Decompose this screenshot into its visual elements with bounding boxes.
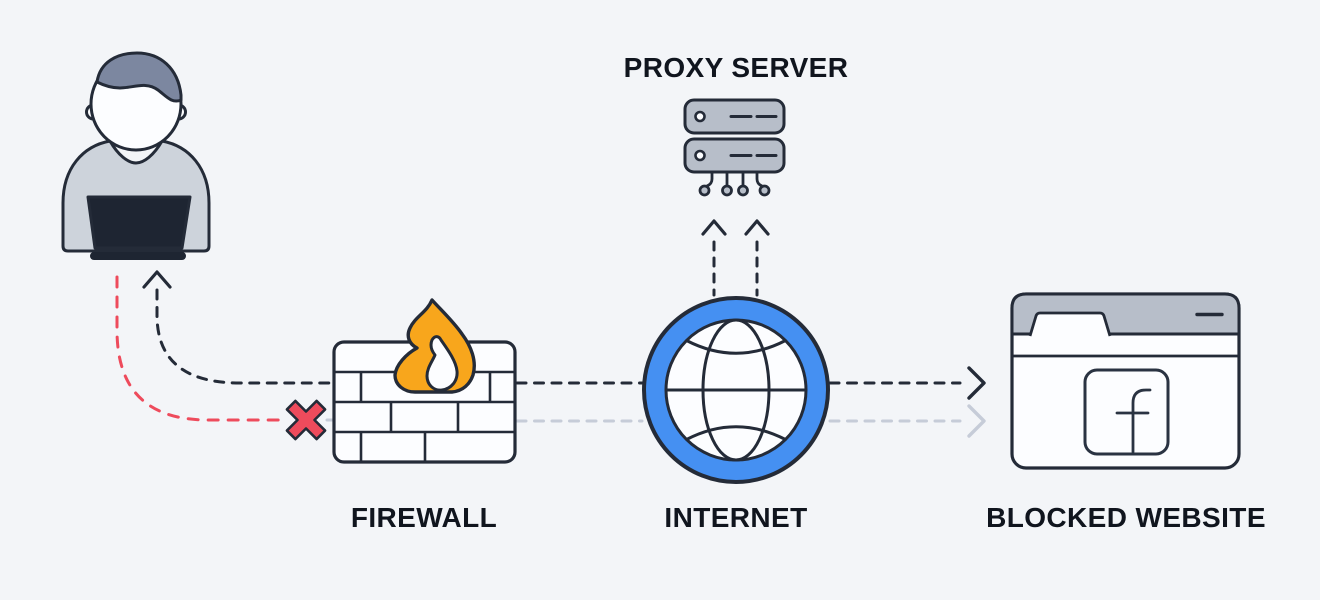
arrow-up-to-user-icon xyxy=(142,270,172,289)
browser-window-facebook-icon xyxy=(1010,292,1241,470)
facebook-f-icon xyxy=(1115,388,1152,454)
server-led-bottom xyxy=(694,149,706,162)
user-hair xyxy=(95,51,183,103)
arrow-up-right-icon xyxy=(744,219,770,236)
browser-tab xyxy=(1028,311,1112,337)
proxy-route-path xyxy=(142,270,986,400)
laptop-base xyxy=(90,252,186,260)
blocked-x-icon xyxy=(285,399,327,441)
globe-icon xyxy=(642,296,830,484)
server-connector-pins xyxy=(698,171,771,197)
dashed-curve-user-to-firewall xyxy=(155,288,338,385)
proxy-server-label: PROXY SERVER xyxy=(623,52,849,83)
internet-label: INTERNET xyxy=(664,502,808,533)
user-at-laptop-icon xyxy=(61,51,211,260)
globe-graticule xyxy=(666,318,806,462)
internet-to-proxy-arrows xyxy=(701,219,770,297)
firewall-brick-flame-icon xyxy=(332,298,517,464)
server-slot-dashes xyxy=(729,115,778,157)
arrow-right-to-website-icon xyxy=(967,366,986,400)
firewall-label: FIREWALL xyxy=(350,502,498,533)
arrow-up-left-icon xyxy=(701,219,727,236)
blocked-website-label: BLOCKED WEBSITE xyxy=(986,502,1266,533)
muted-arrow-right-icon xyxy=(967,404,986,438)
flame-inner-white xyxy=(425,335,459,392)
laptop-icon xyxy=(86,195,192,250)
server-stack-icon xyxy=(683,98,786,197)
blocked-route-path xyxy=(115,275,986,441)
dashed-curve-user-blocked xyxy=(115,275,284,422)
server-led-top xyxy=(694,110,706,123)
